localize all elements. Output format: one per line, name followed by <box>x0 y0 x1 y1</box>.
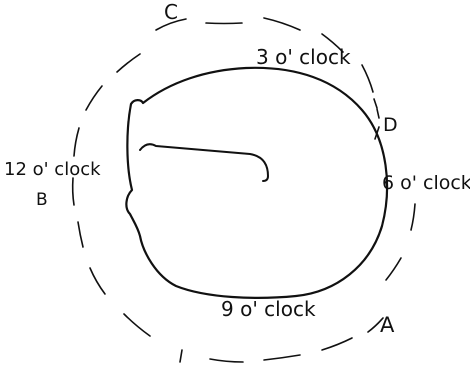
label-three-oclock: 3 o' clock <box>256 45 351 69</box>
label-d: D <box>383 114 398 136</box>
label-c: C <box>164 0 178 24</box>
label-b: B <box>36 190 48 210</box>
label-twelve-oclock: 12 o' clock <box>4 159 101 180</box>
label-a: A <box>380 313 395 337</box>
d-tick <box>374 99 377 108</box>
body-outline <box>126 68 387 298</box>
label-nine-oclock: 9 o' clock <box>221 297 316 321</box>
inner-line <box>140 144 268 181</box>
label-six-oclock: 6 o' clock <box>382 172 470 194</box>
